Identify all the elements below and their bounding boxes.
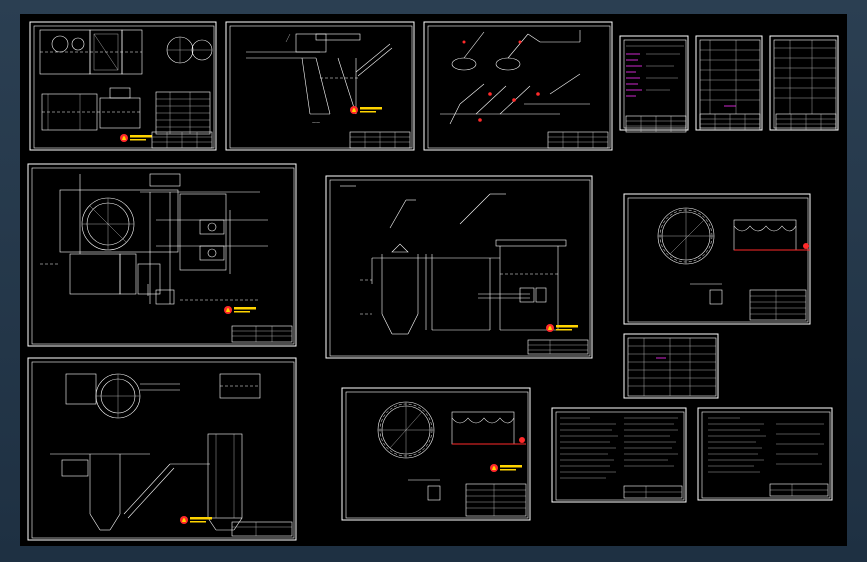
svg-text:——: —— xyxy=(312,120,320,125)
sheet-12[interactable] xyxy=(341,387,531,521)
sheet-2[interactable]: —— xyxy=(225,21,415,151)
sheet-1[interactable] xyxy=(29,21,217,151)
model-space: —— xyxy=(27,21,839,541)
drawing-canvas[interactable]: —— xyxy=(20,14,847,546)
sheet-5[interactable] xyxy=(695,35,763,131)
sheet-6[interactable] xyxy=(769,35,839,131)
sheet-9[interactable] xyxy=(623,193,811,325)
sheet-8[interactable] xyxy=(325,175,593,359)
sheet-13[interactable] xyxy=(551,407,687,503)
sheet-10[interactable] xyxy=(623,333,719,399)
sheet-14[interactable] xyxy=(697,407,833,501)
sheet-7[interactable] xyxy=(27,163,297,347)
sheet-4[interactable] xyxy=(619,35,689,133)
sheet-3[interactable] xyxy=(423,21,613,151)
sheet-11[interactable] xyxy=(27,357,297,541)
